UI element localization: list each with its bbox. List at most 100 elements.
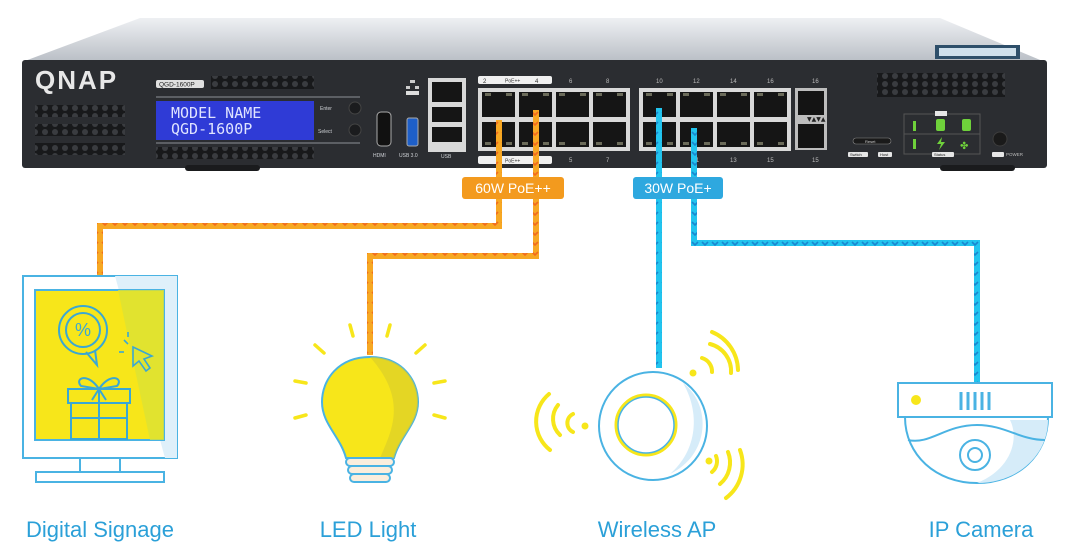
rj45-port[interactable] (717, 92, 750, 117)
brand-logo: QNAP (35, 65, 118, 95)
port-led (485, 142, 491, 145)
lcd-display (156, 101, 314, 140)
usb-port[interactable] (432, 127, 462, 142)
sfp-number: 16 (812, 79, 819, 85)
power-led-icon (937, 137, 945, 150)
rj45-port[interactable] (482, 92, 515, 117)
port-led (778, 142, 784, 145)
rj45-port[interactable] (680, 92, 713, 117)
poe-label-top-bg (478, 76, 552, 84)
vent (211, 76, 314, 89)
power-label: POWER (1006, 152, 1024, 157)
usb-port[interactable] (432, 107, 462, 122)
port-led (596, 142, 602, 145)
port-led (667, 142, 673, 145)
reset-label: Reset (865, 139, 876, 144)
usb3-port[interactable] (406, 117, 419, 147)
port-led (506, 93, 512, 96)
port-led (646, 93, 652, 96)
vent (35, 105, 125, 117)
port-led (741, 93, 747, 96)
port-led (617, 93, 623, 96)
host-tag-bg (878, 152, 892, 157)
rj45-port[interactable] (754, 92, 787, 117)
port-number-top: 4 (535, 79, 539, 85)
port-led (485, 93, 491, 96)
rj45-port-group-1 (478, 88, 630, 151)
rj45-port-group-2 (639, 88, 791, 151)
badge-text-60w: 60W PoE++ (475, 180, 551, 196)
port-led (522, 142, 528, 145)
raid-tag (935, 111, 947, 116)
select-button[interactable] (348, 123, 362, 137)
usb3-label: USB 3.0 (399, 153, 418, 159)
model-tag: QGD-1600P (159, 82, 195, 89)
mgmt-rj45-port[interactable] (432, 82, 462, 102)
port-led (778, 93, 784, 96)
port-led (704, 142, 710, 145)
orange-cable (97, 120, 502, 276)
device-label-wireless-ap: Wireless AP (598, 517, 717, 542)
power-button[interactable] (992, 131, 1008, 147)
port-number-top: 8 (606, 79, 610, 85)
rj45-port[interactable] (593, 92, 626, 117)
port-number-top: 14 (730, 79, 737, 85)
device-label-digital-signage: Digital Signage (26, 517, 174, 542)
fan-led-icon: ✤ (960, 141, 968, 152)
port-led (596, 93, 602, 96)
port-led (741, 142, 747, 145)
foot-right (940, 165, 1015, 171)
port-number-bottom: 13 (730, 158, 737, 164)
mgmt-network-icon (406, 80, 419, 95)
host-label: Host (880, 152, 889, 157)
sfp-number: 15 (812, 158, 819, 164)
status-tag-bg (932, 152, 954, 157)
vent (35, 124, 125, 136)
switch-label: Switch (850, 152, 862, 157)
hdmi-port[interactable] (376, 111, 392, 147)
vent (35, 143, 125, 155)
port-led (522, 93, 528, 96)
select-label: Select (318, 129, 333, 135)
port-number-top: 2 (483, 79, 487, 85)
port-number-top: 16 (767, 79, 774, 85)
port-led (543, 93, 549, 96)
port-led (704, 93, 710, 96)
chassis-top (22, 18, 1045, 62)
badge-bg (633, 177, 723, 199)
power-tag-bg (992, 152, 1004, 157)
vent (877, 73, 1005, 97)
reset-button[interactable] (852, 137, 892, 145)
sfp-port[interactable] (798, 124, 824, 148)
lcd-line-2: QGD-1600P (171, 120, 252, 138)
cable-60w-to-signage (97, 120, 502, 276)
badge-bg (462, 177, 564, 199)
lcd-line-1: MODEL NAME (171, 104, 261, 122)
port-led (667, 93, 673, 96)
sfp-port[interactable] (798, 91, 824, 115)
disk-2-led-icon (962, 119, 971, 131)
poe-label-top: PoE++ (505, 79, 520, 85)
wireless-ap-icon (534, 330, 745, 500)
rj45-port[interactable] (556, 92, 589, 117)
svg-text:%: % (75, 320, 91, 340)
port-led (580, 93, 586, 96)
model-tag-bg (156, 80, 204, 88)
foot-left (185, 165, 260, 171)
device-label-ip-camera: IP Camera (929, 517, 1035, 542)
port-led (683, 142, 689, 145)
usb-label: USB (441, 154, 452, 160)
port-led (720, 142, 726, 145)
port-led (646, 142, 652, 145)
ip-camera-icon (897, 382, 1053, 485)
port-led (559, 142, 565, 145)
port-led (683, 93, 689, 96)
port-led (757, 142, 763, 145)
port-led (720, 93, 726, 96)
chassis-sticker-inner (939, 48, 1016, 56)
port-number-top: 10 (656, 79, 663, 85)
digital-signage-icon: % (22, 275, 178, 483)
enter-button[interactable] (348, 101, 362, 115)
device-label-led-light: LED Light (320, 517, 417, 542)
port-led (559, 93, 565, 96)
